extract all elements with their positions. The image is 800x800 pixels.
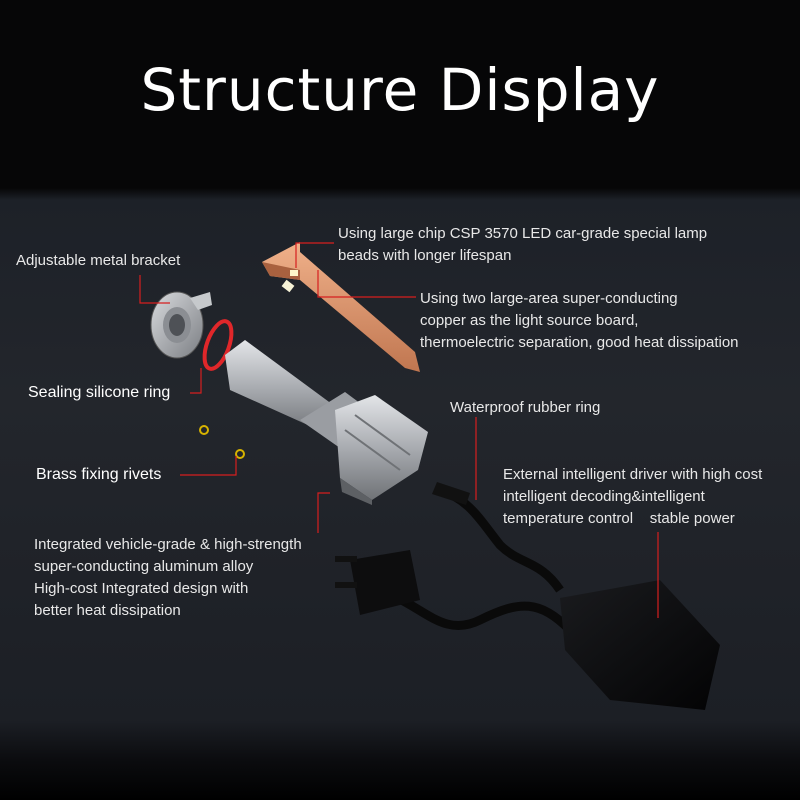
metal-bracket — [150, 291, 212, 359]
label-driver: External intelligent driver with high co… — [503, 466, 763, 527]
aluminum-body — [225, 340, 428, 505]
driver-assembly — [335, 482, 720, 710]
connector-pin — [335, 582, 357, 588]
driver-box — [560, 580, 720, 710]
led-chip — [290, 270, 298, 276]
label-silicone-ring: Sealing silicone ring — [28, 384, 171, 401]
label-rubber-ring: Waterproof rubber ring — [450, 399, 601, 416]
page-title: Structure Display — [140, 56, 660, 124]
label-metal-bracket: Adjustable metal bracket — [16, 252, 181, 269]
label-copper-board: Using two large-area super-conducting co… — [420, 290, 739, 351]
label-aluminum-alloy: Integrated vehicle-grade & high-strength… — [34, 536, 302, 619]
led-chip — [281, 279, 295, 293]
label-lamp-beads: Using large chip CSP 3570 LED car-grade … — [338, 225, 708, 264]
silicone-ring — [202, 319, 234, 371]
brass-rivets — [199, 425, 245, 459]
label-brass-rivets: Brass fixing rivets — [36, 466, 162, 483]
copper-light-board — [262, 242, 420, 372]
connector-pin — [335, 556, 357, 562]
leader-lines — [139, 242, 659, 618]
